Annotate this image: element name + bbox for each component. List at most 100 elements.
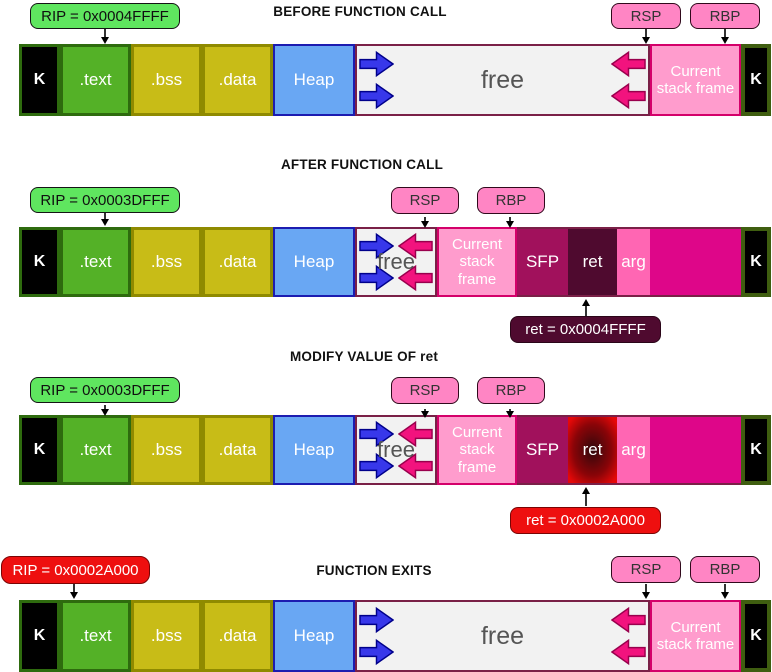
segment-kernel: K <box>741 44 771 116</box>
segment-label: Heap <box>293 70 335 89</box>
rip-register-tag: RIP = 0x0004FFFF <box>30 3 180 29</box>
segment-bss: .bss <box>131 227 202 297</box>
down-pointer-arrow-icon <box>641 29 651 49</box>
segment-data: .data <box>202 600 273 672</box>
segment-label: Current stack frame <box>656 618 735 653</box>
heap-growth-arrows <box>359 606 394 666</box>
down-pointer-arrow-icon <box>100 213 110 231</box>
segment-arg: arg <box>617 227 650 297</box>
segment-label: .bss <box>150 626 183 645</box>
rsp-register-tag: RSP <box>611 556 681 583</box>
left-block-arrow-icon <box>398 452 433 480</box>
segment-label: .text <box>79 440 112 459</box>
segment-heap: Heap <box>273 415 355 485</box>
segment-label: .bss <box>150 70 183 89</box>
ret-value-tag: ret = 0x0002A000 <box>510 507 661 534</box>
memory-bar-function-exits: K .text .bss .data Heap free Current stack fr… <box>19 600 771 672</box>
down-pointer-arrow-icon <box>641 584 651 604</box>
segment-label: K <box>33 253 46 270</box>
down-pointer-arrow-icon <box>100 29 110 49</box>
segment-label: ret <box>582 252 603 271</box>
segment-heap: Heap <box>273 600 355 672</box>
right-block-arrow-icon <box>359 606 394 634</box>
segment-label: .data <box>218 70 257 89</box>
segment-kernel: K <box>741 227 771 297</box>
segment-bss: .bss <box>131 600 202 672</box>
segment-sfp: SFP <box>517 227 568 297</box>
left-block-arrow-icon <box>398 232 433 260</box>
right-block-arrow-icon <box>359 50 394 78</box>
right-block-arrow-icon <box>359 264 394 292</box>
rip-register-tag: RIP = 0x0002A000 <box>1 556 150 584</box>
segment-label: free <box>377 249 415 274</box>
up-pointer-arrow-icon <box>581 299 591 321</box>
segment-label: arg <box>621 440 646 459</box>
left-block-arrow-icon <box>398 420 433 448</box>
stack-growth-arrows <box>611 606 646 666</box>
section-title-before-call: BEFORE FUNCTION CALL <box>273 4 447 19</box>
segment-label: .bss <box>150 440 183 459</box>
segment-label: K <box>750 253 762 270</box>
segment-label: Current stack frame <box>451 424 503 476</box>
down-pointer-arrow-icon <box>720 584 730 604</box>
rbp-register-tag: RBP <box>690 3 760 29</box>
segment-label: .bss <box>150 252 183 271</box>
segment-current-stack-frame: Current stack frame <box>437 227 517 297</box>
right-block-arrow-icon <box>359 420 394 448</box>
right-block-arrow-icon <box>359 82 394 110</box>
segment-current-stack-frame: Current stack frame <box>650 44 741 116</box>
segment-data: .data <box>202 227 273 297</box>
segment-label: .data <box>218 252 257 271</box>
segment-label: arg <box>621 252 646 271</box>
segment-heap: Heap <box>273 44 355 116</box>
segment-label: .text <box>79 626 112 645</box>
down-pointer-arrow-icon <box>720 29 730 49</box>
rsp-register-tag: RSP <box>391 377 459 404</box>
segment-ret: ret <box>568 227 617 297</box>
section-title-after-call: AFTER FUNCTION CALL <box>280 157 444 172</box>
heap-growth-arrows <box>359 50 394 110</box>
segment-kernel: K <box>741 415 771 485</box>
segment-free: free <box>355 600 650 672</box>
segment-kernel: K <box>741 600 771 672</box>
segment-label: ret <box>582 440 603 459</box>
rip-register-tag: RIP = 0x0003DFFF <box>30 187 180 213</box>
segment-caller-stack <box>650 227 741 297</box>
segment-arg: arg <box>617 415 650 485</box>
segment-label: K <box>33 71 46 88</box>
left-block-arrow-icon <box>611 606 646 634</box>
segment-kernel: K <box>19 44 60 116</box>
segment-kernel: K <box>19 600 60 672</box>
segment-label: K <box>33 627 46 644</box>
segment-label: Heap <box>293 252 335 271</box>
down-pointer-arrow-icon <box>420 405 430 423</box>
down-pointer-arrow-icon <box>69 584 79 604</box>
segment-data: .data <box>202 415 273 485</box>
segment-free: free <box>355 415 437 485</box>
segment-label: free <box>480 65 525 94</box>
stack-growth-arrows <box>398 232 433 292</box>
segment-label: free <box>377 437 415 462</box>
segment-text: .text <box>60 415 131 485</box>
segment-label: K <box>750 71 762 88</box>
right-block-arrow-icon <box>359 452 394 480</box>
segment-label: Heap <box>293 626 335 645</box>
segment-bss: .bss <box>131 44 202 116</box>
segment-label: Current stack frame <box>656 62 735 97</box>
segment-label: SFP <box>525 440 560 459</box>
down-pointer-arrow-icon <box>505 215 515 233</box>
segment-current-stack-frame: Current stack frame <box>650 600 741 672</box>
segment-current-stack-frame: Current stack frame <box>437 415 517 485</box>
left-block-arrow-icon <box>611 50 646 78</box>
rsp-register-tag: RSP <box>391 187 459 214</box>
segment-kernel: K <box>19 415 60 485</box>
rbp-register-tag: RBP <box>477 187 545 214</box>
left-block-arrow-icon <box>398 264 433 292</box>
segment-label: free <box>480 621 525 650</box>
segment-text: .text <box>60 44 131 116</box>
segment-kernel: K <box>19 227 60 297</box>
segment-sfp: SFP <box>517 415 568 485</box>
heap-growth-arrows <box>359 420 394 480</box>
